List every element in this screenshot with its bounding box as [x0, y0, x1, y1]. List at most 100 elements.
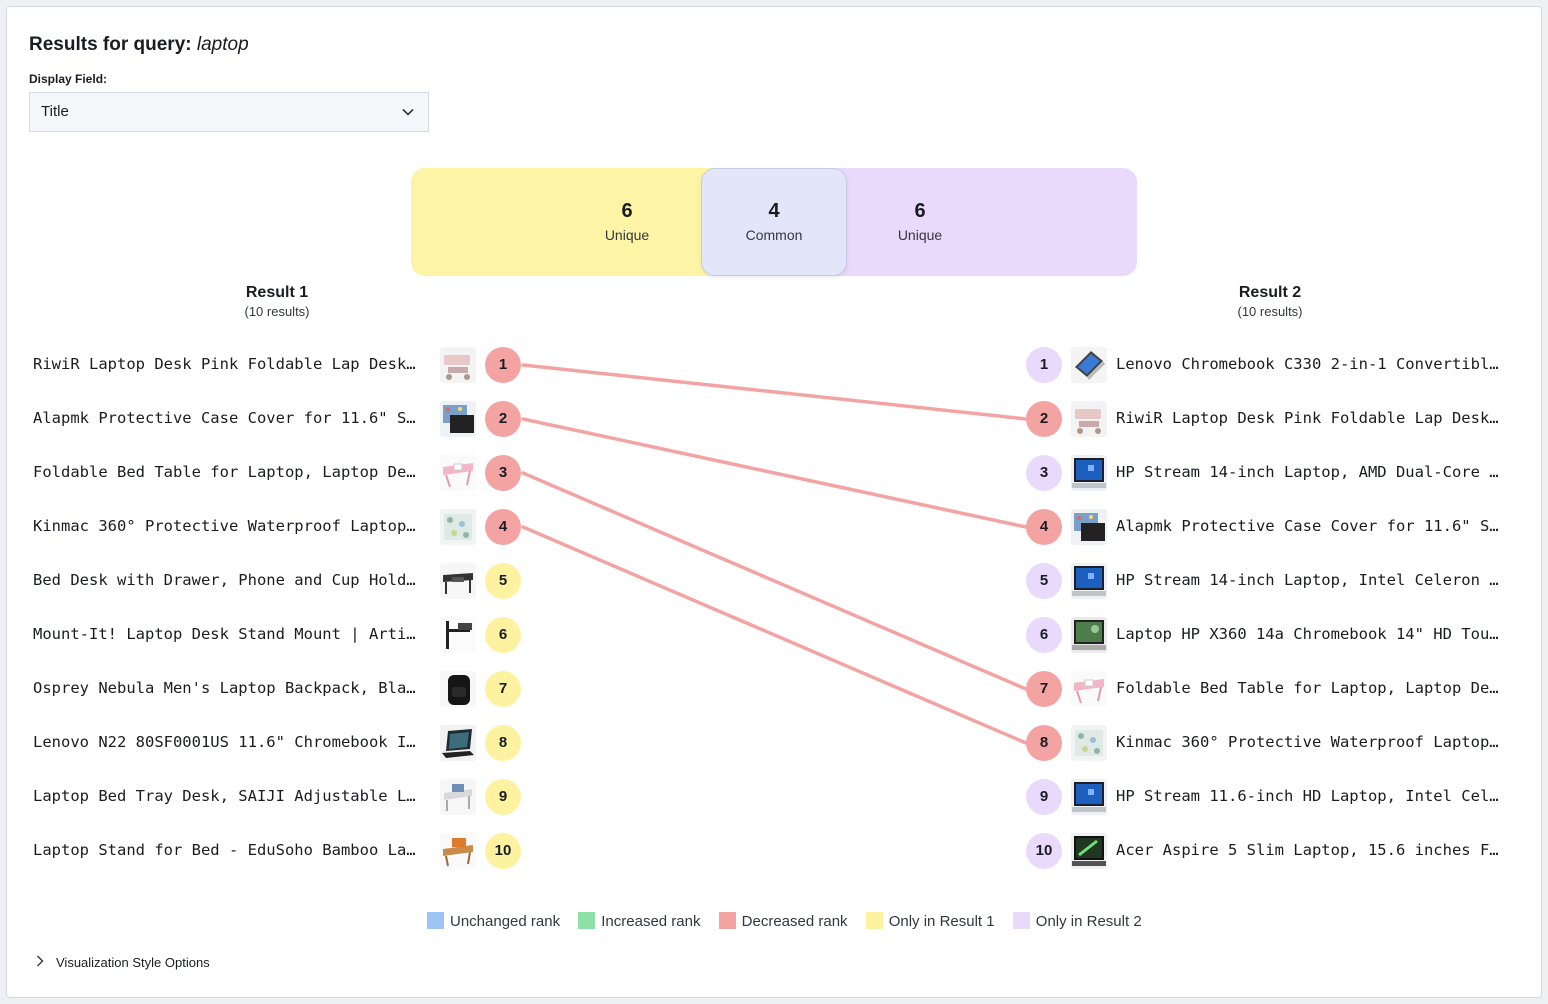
legend-label-increased: Increased rank [601, 913, 701, 930]
result1-row[interactable]: Osprey Nebula Men's Laptop Backpack, Bla… [0, 669, 1548, 709]
result2-row[interactable]: HP Stream 14-inch Laptop, Intel Celeron … [0, 561, 1548, 601]
result1-rank-badge: 1 [485, 347, 521, 383]
result1-header: Result 1 (10 results) [177, 284, 377, 319]
result2-item-title: HP Stream 11.6-inch HD Laptop, Intel Cel… [1116, 787, 1499, 805]
product-thumbnail [440, 725, 476, 761]
result2-rank-badge: 3 [1026, 455, 1062, 491]
result2-row[interactable]: HP Stream 11.6-inch HD Laptop, Intel Cel… [0, 777, 1548, 817]
unique-result2-count: 6 [914, 200, 926, 222]
result1-row[interactable]: Laptop Bed Tray Desk, SAIJI Adjustable L… [0, 777, 1548, 817]
result1-rank-badge: 5 [485, 563, 521, 599]
result2-row[interactable]: Laptop HP X360 14a Chromebook 14" HD Tou… [0, 615, 1548, 655]
result1-row[interactable]: Laptop Stand for Bed - EduSoho Bamboo La… [0, 831, 1548, 871]
unique-result2-stat: 6 Unique [850, 200, 990, 243]
legend-swatch-increased [578, 912, 596, 929]
visualization-options-label: Visualization Style Options [56, 955, 210, 970]
chevron-down-icon [402, 108, 414, 116]
product-thumbnail [1071, 833, 1107, 869]
product-thumbnail [440, 671, 476, 707]
legend-item-decreased: Decreased rank [718, 912, 848, 930]
chevron-right-icon [36, 955, 44, 970]
legend-swatch-only1 [865, 912, 883, 929]
result2-row[interactable]: Acer Aspire 5 Slim Laptop, 15.6 inches F… [0, 831, 1548, 871]
legend-item-only2: Only in Result 2 [1012, 912, 1142, 930]
result1-rank-badge: 6 [485, 617, 521, 653]
result2-rank-badge: 10 [1026, 833, 1062, 869]
product-thumbnail [440, 401, 476, 437]
product-thumbnail [440, 455, 476, 491]
result1-row[interactable]: Bed Desk with Drawer, Phone and Cup Hold… [0, 561, 1548, 601]
result2-rank-badge: 8 [1026, 725, 1062, 761]
legend-item-only1: Only in Result 1 [865, 912, 995, 930]
result2-item-title: Kinmac 360° Protective Waterproof Laptop… [1116, 733, 1499, 751]
result1-rank-badge: 2 [485, 401, 521, 437]
product-thumbnail [1071, 725, 1107, 761]
result1-row[interactable]: Mount-It! Laptop Desk Stand Mount | Arti… [0, 615, 1548, 655]
result1-count: (10 results) [244, 304, 310, 319]
result2-item-title: HP Stream 14-inch Laptop, Intel Celeron … [1116, 571, 1499, 589]
result2-item-title: Alapmk Protective Case Cover for 11.6" S… [1116, 517, 1499, 535]
display-field-value: Title [41, 103, 69, 120]
unique-result2-label: Unique [897, 227, 943, 243]
result2-row[interactable]: Alapmk Protective Case Cover for 11.6" S… [0, 507, 1548, 547]
legend-item-unchanged: Unchanged rank [427, 912, 561, 930]
unique-result1-count: 6 [621, 200, 633, 222]
visualization-options-toggle[interactable]: Visualization Style Options [36, 955, 210, 970]
result2-rank-badge: 2 [1026, 401, 1062, 437]
result1-row[interactable]: Kinmac 360° Protective Waterproof Laptop… [0, 507, 1548, 547]
legend-label-only2: Only in Result 2 [1035, 913, 1142, 930]
result2-row[interactable]: Foldable Bed Table for Laptop, Laptop De… [0, 669, 1548, 709]
legend-label-unchanged: Unchanged rank [450, 913, 561, 930]
result1-row[interactable]: Lenovo N22 80SF0001US 11.6" Chromebook I… [0, 723, 1548, 763]
common-label: Common [745, 227, 803, 243]
result1-row[interactable]: Alapmk Protective Case Cover for 11.6" S… [0, 399, 1548, 439]
query-text: laptop [196, 34, 249, 55]
common-region [701, 168, 847, 276]
product-thumbnail [440, 563, 476, 599]
result1-rank-badge: 3 [485, 455, 521, 491]
result2-rank-badge: 7 [1026, 671, 1062, 707]
result2-count: (10 results) [1237, 304, 1303, 319]
product-thumbnail [440, 347, 476, 383]
result2-rank-badge: 1 [1026, 347, 1062, 383]
result2-row[interactable]: RiwiR Laptop Desk Pink Foldable Lap Desk… [0, 399, 1548, 439]
query-title-prefix: Results for query: [29, 34, 192, 55]
result2-rank-badge: 4 [1026, 509, 1062, 545]
result2-item-title: Lenovo Chromebook C330 2-in-1 Convertibl… [1116, 355, 1499, 373]
unique-result1-label: Unique [604, 227, 650, 243]
display-field-label: Display Field: [29, 72, 108, 86]
product-thumbnail [1071, 671, 1107, 707]
display-field-select[interactable]: Title [29, 92, 429, 132]
result2-row[interactable]: HP Stream 14-inch Laptop, AMD Dual-Core … [0, 453, 1548, 493]
common-count: 4 [768, 200, 780, 222]
result1-row[interactable]: Foldable Bed Table for Laptop, Laptop De… [0, 453, 1548, 493]
result1-rank-badge: 10 [485, 833, 521, 869]
legend: Unchanged rank Increased rank Decreased … [427, 912, 1142, 930]
product-thumbnail [1071, 563, 1107, 599]
result1-title: Result 1 [245, 284, 309, 301]
result1-rank-badge: 7 [485, 671, 521, 707]
legend-item-increased: Increased rank [578, 912, 701, 930]
legend-swatch-only2 [1012, 912, 1030, 929]
result2-item-title: RiwiR Laptop Desk Pink Foldable Lap Desk… [1116, 409, 1499, 427]
product-thumbnail [1071, 779, 1107, 815]
result1-rank-badge: 4 [485, 509, 521, 545]
result2-item-title: Foldable Bed Table for Laptop, Laptop De… [1116, 679, 1499, 697]
result2-header: Result 2 (10 results) [1170, 284, 1370, 319]
product-thumbnail [1071, 617, 1107, 653]
legend-swatch-unchanged [427, 912, 444, 929]
result2-title: Result 2 [1238, 284, 1302, 301]
common-stat: 4 Common [704, 200, 844, 243]
result2-item-title: Laptop HP X360 14a Chromebook 14" HD Tou… [1116, 625, 1499, 643]
result2-row[interactable]: Lenovo Chromebook C330 2-in-1 Convertibl… [0, 345, 1548, 385]
product-thumbnail [440, 509, 476, 545]
result2-row[interactable]: Kinmac 360° Protective Waterproof Laptop… [0, 723, 1548, 763]
product-thumbnail [440, 779, 476, 815]
product-thumbnail [1071, 455, 1107, 491]
result1-rank-badge: 9 [485, 779, 521, 815]
overlap-summary: 6 Unique 4 Common 6 Unique [411, 168, 1137, 276]
product-thumbnail [1071, 509, 1107, 545]
result2-item-title: Acer Aspire 5 Slim Laptop, 15.6 inches F… [1116, 841, 1499, 859]
legend-label-decreased: Decreased rank [741, 913, 848, 930]
result1-row[interactable]: RiwiR Laptop Desk Pink Foldable Lap Desk… [0, 345, 1548, 385]
